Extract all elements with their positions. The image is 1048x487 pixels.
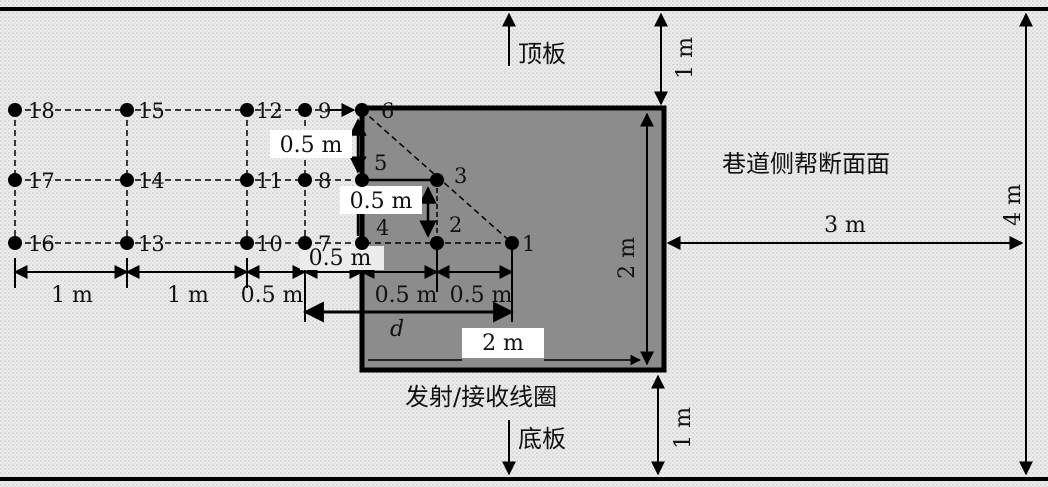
coil-width-label: 2 m: [482, 331, 524, 356]
point-label-3: 3: [454, 164, 467, 188]
tunnel-width-label: 3 m: [824, 213, 866, 238]
top-gap-label: 1 m: [673, 37, 698, 79]
point-18: [8, 103, 22, 117]
point-8: [298, 173, 312, 187]
point-14: [120, 173, 134, 187]
point-17: [8, 173, 22, 187]
bottom-gap-label: 1 m: [671, 407, 696, 449]
point-13: [120, 236, 134, 250]
point-7: [298, 236, 312, 250]
vert-05-box-a: [270, 130, 352, 158]
d-label: d: [390, 317, 404, 342]
coil-width-box: [462, 328, 544, 358]
point-label-4: 4: [376, 216, 389, 240]
point-label-10: 10: [256, 232, 283, 256]
point-9: [298, 103, 312, 117]
point-label-16: 16: [28, 232, 55, 256]
vert-05-box-b: [340, 186, 422, 214]
point-label-12: 12: [256, 99, 283, 123]
point-label-7: 7: [318, 232, 331, 256]
point-label-11: 11: [256, 169, 283, 193]
point-label-8: 8: [318, 169, 331, 193]
point-4: [355, 236, 369, 250]
point-11: [240, 173, 254, 187]
dim-05m-label-a: 0.5 m: [241, 283, 304, 308]
dim-05m-box-b: [300, 246, 384, 270]
tunnel-section-label: 巷道侧帮断面面: [722, 150, 890, 178]
point-label-9: 9: [318, 99, 331, 123]
total-height-label: 4 m: [1001, 184, 1026, 226]
roof-label: 顶板: [518, 40, 566, 68]
point-label-13: 13: [138, 232, 165, 256]
point-label-2: 2: [449, 213, 462, 237]
floor-label: 底板: [518, 425, 566, 453]
point-12: [240, 103, 254, 117]
point-label-17: 17: [28, 169, 55, 193]
point-3: [430, 173, 444, 187]
point-label-5: 5: [374, 151, 387, 175]
vert-05-label-a: 0.5 m: [280, 133, 343, 158]
point-label-14: 14: [138, 169, 165, 193]
point-label-15: 15: [138, 99, 165, 123]
point-16: [8, 236, 22, 250]
vert-05-label-b: 0.5 m: [350, 189, 413, 214]
point-10: [240, 236, 254, 250]
point-6: [355, 103, 369, 117]
dim-inner-05m-label-b: 0.5 m: [450, 283, 513, 308]
dim-inner-05m-label-a: 0.5 m: [375, 283, 438, 308]
point-1: [505, 236, 519, 250]
dim-05m-label-b: 0.5 m: [309, 246, 372, 271]
point-label-6: 6: [381, 99, 394, 123]
point-2: [430, 236, 444, 250]
point-15: [120, 103, 134, 117]
coil-label: 发射/接收线圈: [405, 383, 557, 411]
coil-height-label: 2 m: [615, 237, 640, 279]
dim-1m-label-a: 1 m: [51, 283, 93, 308]
point-5: [355, 173, 369, 187]
point-label-18: 18: [28, 99, 55, 123]
measurement-points: [8, 103, 519, 250]
point-label-1: 1: [522, 232, 535, 256]
dim-1m-label-b: 1 m: [167, 283, 209, 308]
